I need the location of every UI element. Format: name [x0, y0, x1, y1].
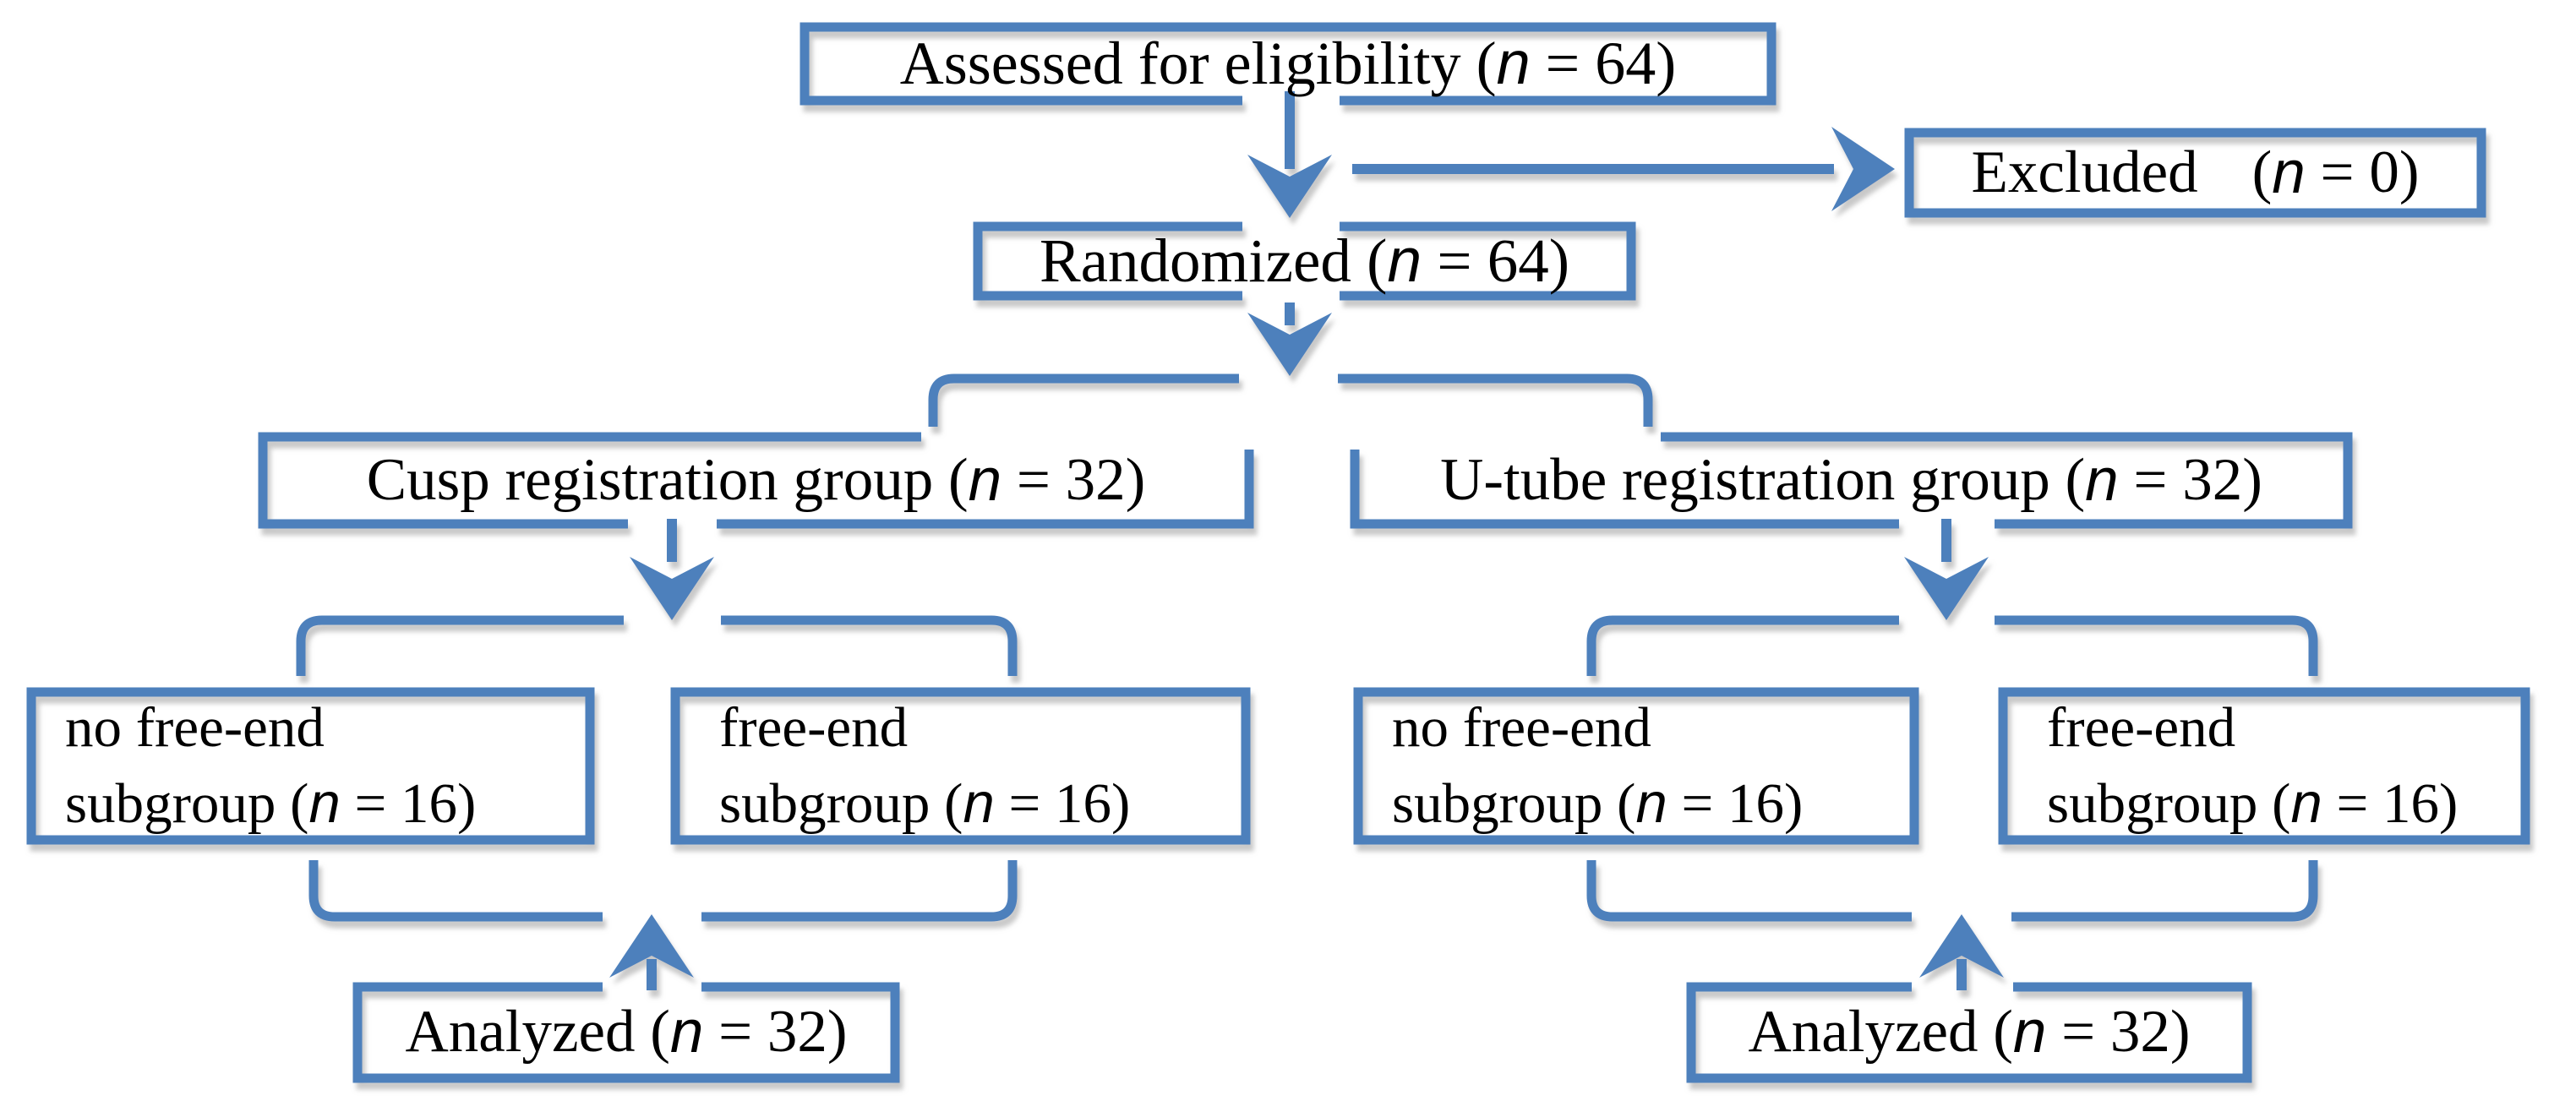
cusp-split-bracket-right [721, 615, 1018, 676]
excluded-open-paren: ( [2251, 139, 2273, 205]
utube-no-free-end-line2: subgroup (n = 16) [1392, 766, 1803, 842]
utube-split-bracket-right [1995, 615, 2318, 676]
cusp-group-count: = 32) [1001, 446, 1146, 513]
arrow-randomized-to-groups-head [1247, 313, 1332, 376]
assessed-n-italic: n [1496, 30, 1531, 98]
utube-free-end-box-border [1998, 687, 2530, 845]
utube-no-free-end-n-italic: n [1635, 771, 1667, 835]
analyzed-left-box-border [352, 982, 900, 1083]
assessed-count: = 64) [1530, 30, 1677, 98]
analyzed-left-n-italic: n [669, 999, 704, 1066]
utube-no-free-end-count: = 16) [1667, 772, 1804, 835]
arrow-subgroups-to-analyzed-left-head [609, 914, 694, 978]
utube-group-n-italic: n [2085, 446, 2119, 514]
cusp-no-free-end-box: no free-end subgroup (n = 16) [31, 692, 590, 840]
analyzed-left-label: Analyzed ( [405, 999, 670, 1066]
utube-free-end-box: free-end subgroup (n = 16) [2003, 692, 2525, 840]
analyzed-right-label: Analyzed ( [1748, 999, 2013, 1066]
randomized-n-italic: n [1387, 226, 1422, 296]
analyzed-right-box: Analyzed (n = 32) [1691, 987, 2247, 1078]
utube-group-box-border-right [1661, 432, 2353, 529]
cusp-free-end-line2: subgroup (n = 16) [719, 766, 1130, 842]
utube-no-free-end-box-border [1353, 687, 1919, 845]
utube-free-end-line1: free-end [2047, 696, 2236, 759]
cusp-free-end-label: subgroup ( [719, 772, 963, 835]
assessed-label: Assessed for eligibility ( [899, 30, 1497, 98]
cusp-no-free-end-n-italic: n [308, 771, 341, 835]
utube-free-end-count: = 16) [2322, 772, 2459, 835]
randomized-split-bracket-right [1338, 373, 1653, 427]
arrow-cusp-to-subgroups-head [630, 557, 714, 620]
cusp-no-free-end-label: subgroup ( [65, 772, 309, 835]
cusp-group-box: Cusp registration group (n = 32) [263, 437, 1249, 524]
utube-split-bracket-left [1586, 615, 1899, 676]
cusp-free-end-count: = 16) [994, 772, 1131, 835]
utube-no-free-end-label: subgroup ( [1392, 772, 1636, 835]
randomized-label: Randomized ( [1039, 226, 1388, 296]
randomized-count: = 64) [1422, 226, 1570, 296]
cusp-free-end-line1: free-end [719, 696, 909, 759]
cusp-group-box-border-left [258, 432, 921, 529]
cusp-free-end-n-italic: n [963, 771, 995, 835]
utube-free-end-label: subgroup ( [2047, 772, 2291, 835]
utube-free-end-line2: subgroup (n = 16) [2047, 766, 2458, 842]
cusp-group-label: Cusp registration group ( [366, 446, 969, 513]
analyzed-right-count: = 32) [2046, 999, 2191, 1066]
excluded-box-border [1904, 128, 2486, 218]
cusp-no-free-end-line2: subgroup (n = 16) [65, 766, 476, 842]
utube-no-free-end-box: no free-end subgroup (n = 16) [1358, 692, 1914, 840]
arrow-assessed-to-randomized-head [1247, 155, 1332, 218]
cusp-group-n-italic: n [968, 446, 1002, 514]
analyzed-right-n-italic: n [2012, 999, 2047, 1066]
utube-group-box: U-tube registration group (n = 32) [1355, 437, 2348, 524]
analyzed-right-box-border [1686, 982, 2252, 1083]
cusp-no-free-end-box-border [26, 687, 595, 845]
utube-no-free-end-line1: no free-end [1392, 696, 1651, 759]
cusp-split-bracket-left [296, 615, 624, 676]
analyzed-left-box: Analyzed (n = 32) [357, 987, 895, 1078]
utube-group-label: U-tube registration group ( [1440, 446, 2086, 513]
randomized-box-border-left [973, 221, 1242, 301]
cusp-free-end-box-border [670, 687, 1251, 845]
utube-group-count: = 32) [2118, 446, 2262, 513]
analyzed-left-count: = 32) [703, 999, 848, 1066]
excluded-label: Excluded [1971, 139, 2198, 205]
randomized-box-border-right [1340, 221, 1636, 301]
excluded-n-italic: n [2272, 139, 2306, 206]
utube-free-end-n-italic: n [2290, 771, 2322, 835]
excluded-count: = 0) [2305, 139, 2420, 205]
arrow-utube-to-subgroups-head [1904, 557, 1989, 620]
arrow-subgroups-to-analyzed-right-head [1919, 914, 2004, 978]
assessed-box: Assessed for eligibility (n = 64) [805, 27, 1771, 101]
randomized-box: Randomized (n = 64) [978, 226, 1631, 296]
cusp-merge-bracket-left [308, 860, 603, 922]
cusp-no-free-end-line1: no free-end [65, 696, 325, 759]
arrow-to-excluded-head [1831, 127, 1895, 211]
cusp-free-end-box: free-end subgroup (n = 16) [675, 692, 1246, 840]
utube-merge-bracket-left [1586, 860, 1912, 922]
cusp-group-box-border-right [717, 450, 1254, 529]
cusp-merge-bracket-right [701, 860, 1018, 922]
excluded-box: Excluded (n = 0) [1918, 133, 2472, 213]
assessed-box-border [800, 22, 1776, 106]
randomized-split-bracket-left [928, 373, 1239, 427]
utube-group-box-border-left [1350, 450, 1899, 529]
cusp-no-free-end-count: = 16) [340, 772, 477, 835]
utube-merge-bracket-right [2011, 860, 2318, 922]
